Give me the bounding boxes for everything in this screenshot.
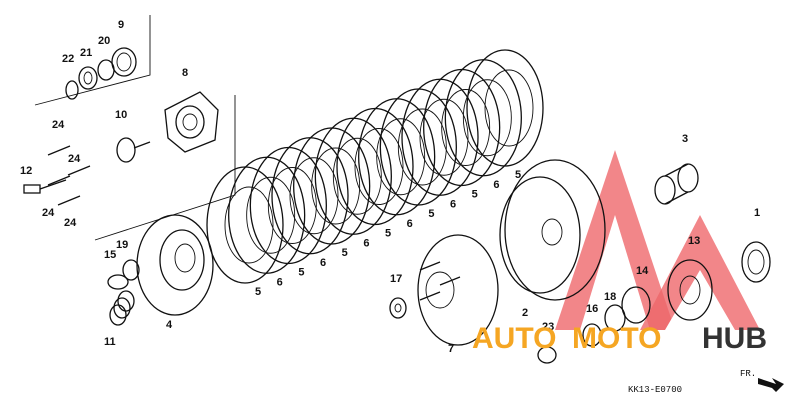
plate-label: 5 [342,247,348,259]
label-22: 22 [62,53,74,65]
clutch-plate-stack [206,49,544,284]
clutch-plate-inner [462,79,512,157]
label-21: 21 [80,47,92,59]
watermark-text: AUTO MOTO HUB [472,322,767,355]
direction-label: FR. [740,369,756,379]
part-springs [107,259,140,326]
part-gear [667,259,713,321]
plate-label: 6 [277,276,283,288]
clutch-plate-inner [311,147,361,225]
clutch-plate [466,49,544,167]
part-washer [389,297,407,319]
plate-label: 5 [428,208,434,220]
part-bushing [654,163,699,205]
clutch-plate-inner [376,118,426,196]
label-15: 15 [104,249,116,261]
clutch-plate [444,59,522,177]
part-pressure-plate [136,214,214,316]
label-24-c: 24 [42,207,55,219]
group-brackets [34,15,236,241]
plate-label: 5 [515,169,521,181]
label-14: 14 [636,265,649,277]
part-seal-set [65,47,137,100]
diagram-code: KK13-E0700 [628,385,682,395]
part-clutch-center [417,234,499,346]
plate-label: 6 [450,198,456,210]
label-10: 10 [115,109,127,121]
label-2: 2 [522,307,528,319]
clutch-plate-inner [224,186,274,264]
label-17: 17 [390,273,402,285]
plate-label: 6 [363,237,369,249]
label-24-a: 24 [52,119,65,131]
direction-arrow-icon [758,378,784,392]
label-19: 19 [116,239,128,251]
clutch-plate-inner [419,98,469,176]
plate-label: 5 [385,228,391,240]
plate-label: 5 [472,189,478,201]
label-24-d: 24 [64,217,77,229]
plate-labels: 5 6 5 6 5 6 5 6 5 6 5 6 5 [255,169,521,298]
label-8: 8 [182,67,188,79]
watermark-word-hub: HUB [702,322,767,355]
label-11: 11 [104,336,116,348]
part-clutch-outer [499,159,606,301]
label-16: 16 [586,303,598,315]
label-20: 20 [98,35,110,47]
label-9: 9 [118,19,124,31]
clutch-plate-inner [246,176,296,254]
plate-label: 6 [493,179,499,191]
part-lifter-bearing [116,137,151,163]
label-3: 3 [682,133,688,145]
plate-label: 5 [298,267,304,279]
watermark-word-moto: MOTO [572,322,661,355]
plate-label: 6 [320,257,326,269]
label-7: 7 [448,343,454,355]
label-12: 12 [20,165,32,177]
part-small-set [537,286,651,364]
part-needle-bearing [741,241,771,283]
label-24-b: 24 [68,153,81,165]
part-lifter-plate [164,91,219,153]
plate-label: 6 [407,218,413,230]
plate-label: 5 [255,286,261,298]
label-4: 4 [166,319,173,331]
clutch-plate-inner [332,137,382,215]
clutch-plate-inner [267,167,317,244]
label-18: 18 [604,291,616,303]
watermark-word-auto: AUTO [472,322,556,355]
label-23: 23 [542,321,554,333]
part-bolts [23,145,91,206]
part-labels: 9 20 21 22 8 10 24 24 12 24 24 19 15 11 … [20,19,760,355]
clutch-plate-inner [397,108,447,186]
clutch-plate-inner [484,69,534,147]
clutch-plate-inner [441,89,491,166]
label-1: 1 [754,207,760,219]
label-13: 13 [688,235,700,247]
clutch-plate-inner [354,128,404,205]
clutch-plate-inner [289,157,339,235]
